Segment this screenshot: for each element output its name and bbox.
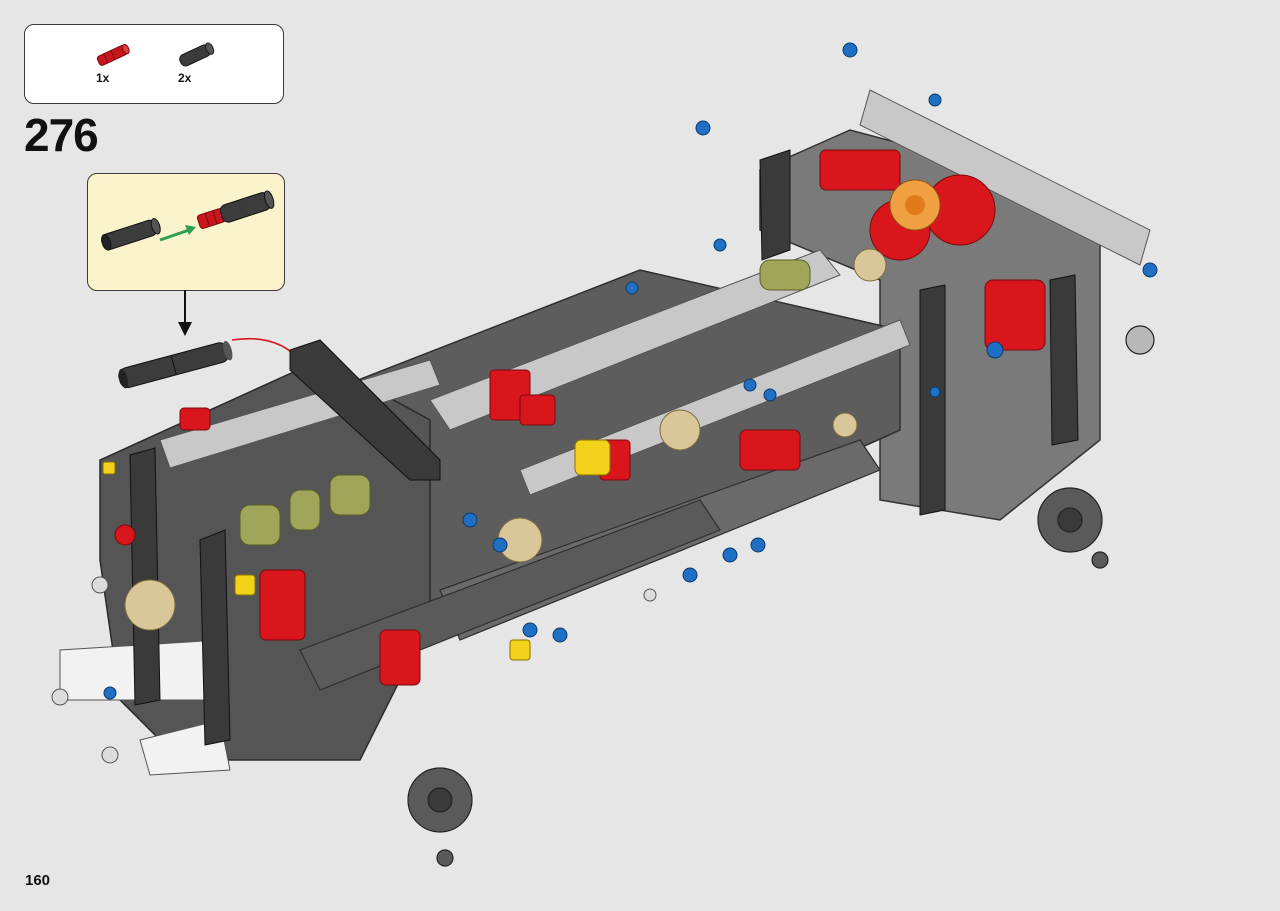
green-arrow-icon (159, 225, 196, 242)
tan-gears (124, 248, 887, 631)
part-qty: 1x (96, 71, 110, 85)
blue-pins (103, 42, 1158, 700)
dark-gray-axle-icon (179, 42, 215, 67)
red-axle-connector-icon (96, 43, 130, 66)
light-pins (51, 576, 657, 764)
red-parts (114, 149, 1046, 686)
part-item-red-connector: 1x (93, 41, 153, 91)
down-arrow-icon (178, 290, 192, 336)
part-qty: 2x (178, 71, 192, 85)
olive-parts (239, 259, 811, 546)
dark-gray-axle-icon (101, 218, 161, 251)
page-number: 160 (25, 872, 51, 889)
yellow-parts (102, 439, 611, 661)
part-item-gray-axle: 2x (175, 41, 235, 91)
wheel-hubs (407, 325, 1155, 867)
orange-part (889, 179, 941, 231)
dark-beams (129, 149, 1079, 746)
sub-assembly-box (87, 173, 285, 291)
parts-list-box: 1x 2x (24, 24, 284, 104)
step-number: 276 (24, 109, 99, 161)
sub-assembly-diagram (101, 190, 275, 251)
red-connector-with-axle-icon (196, 190, 275, 229)
